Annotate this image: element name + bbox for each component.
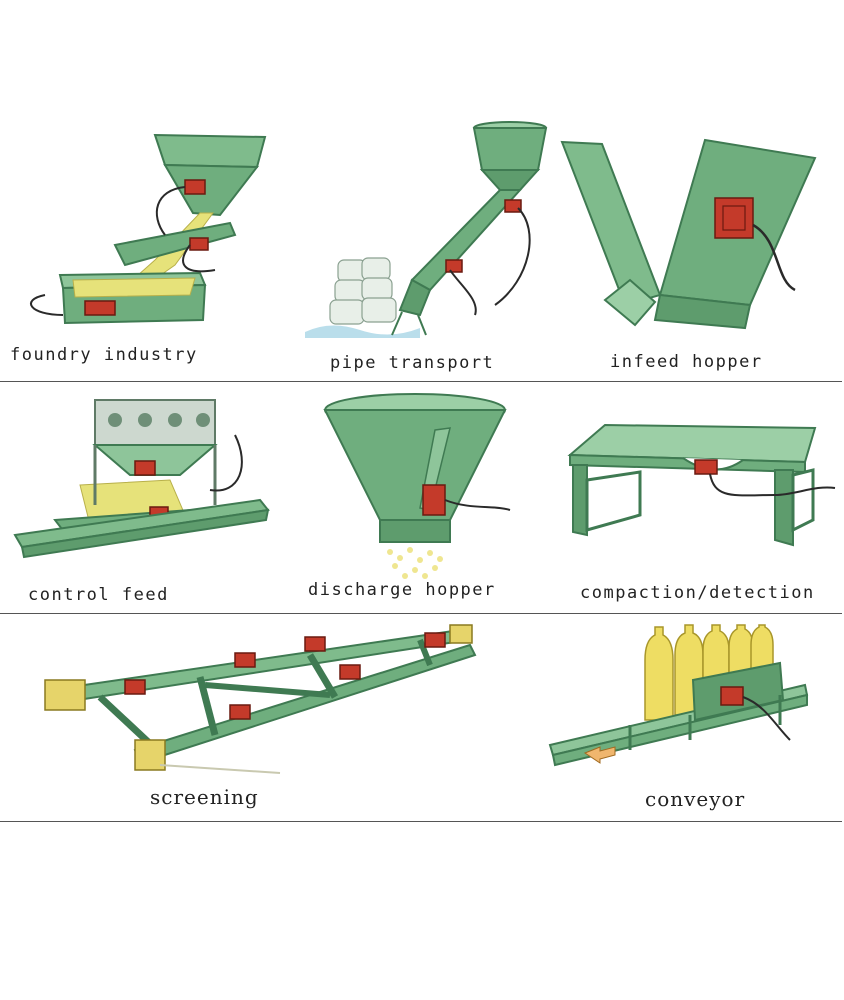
caption-screening: screening [150,785,259,809]
caption-control-feed: control feed [28,585,169,605]
caption-compaction-detection: compaction/detection [580,583,815,603]
vibrator-motor-icon [422,484,446,516]
vibrator-motor-icon [184,179,206,195]
vibrator-motor-icon [720,686,744,706]
vibrator-motor-icon [134,460,156,476]
divider-row-3 [0,821,842,822]
caption-conveyor: conveyor [645,787,746,811]
vibrator-motor-icon [189,237,209,251]
vibrator-motor-icon [304,636,326,652]
foundry-industry-illustration [30,133,267,325]
caption-infeed-hopper: infeed hopper [610,352,763,372]
vibrator-motor-icon [84,300,116,316]
discharge-hopper-illustration [323,393,511,579]
vibrator-motor-icon [339,664,361,680]
vibrator-motor-icon [694,459,718,475]
panel-control-feed: control feed [10,395,280,610]
panel-conveyor: conveyor [545,624,815,815]
vibrator-motor-icon [714,197,754,239]
control-feed-illustration [13,399,270,559]
vibrator-motor-icon [229,704,251,720]
panel-infeed-hopper: infeed hopper [560,130,830,372]
caption-foundry-industry: foundry industry [10,345,198,365]
panel-compaction-detection: compaction/detection [565,420,836,610]
panel-pipe-transport: pipe transport [300,120,560,373]
panel-foundry-industry: foundry industry [10,125,275,365]
vibrator-motor-icon [445,259,463,273]
divider-row-2 [0,613,842,614]
vibrator-motor-icon [124,679,146,695]
panel-discharge-hopper: discharge hopper [305,390,545,610]
vibrator-motor-icon [504,199,522,213]
panel-screening: screening [40,624,480,815]
arrow-left-icon [583,746,616,764]
caption-discharge-hopper: discharge hopper [308,580,496,600]
caption-pipe-transport: pipe transport [330,353,495,373]
screening-illustration [44,624,477,774]
divider-row-1 [0,381,842,382]
conveyor-illustration [548,624,809,767]
compaction-detection-illustration [567,423,836,547]
vibrator-motor-icon [424,632,446,648]
vibrator-motor-icon [234,652,256,668]
pipe-transport-illustration [305,121,548,338]
infeed-hopper-illustration [560,138,817,330]
